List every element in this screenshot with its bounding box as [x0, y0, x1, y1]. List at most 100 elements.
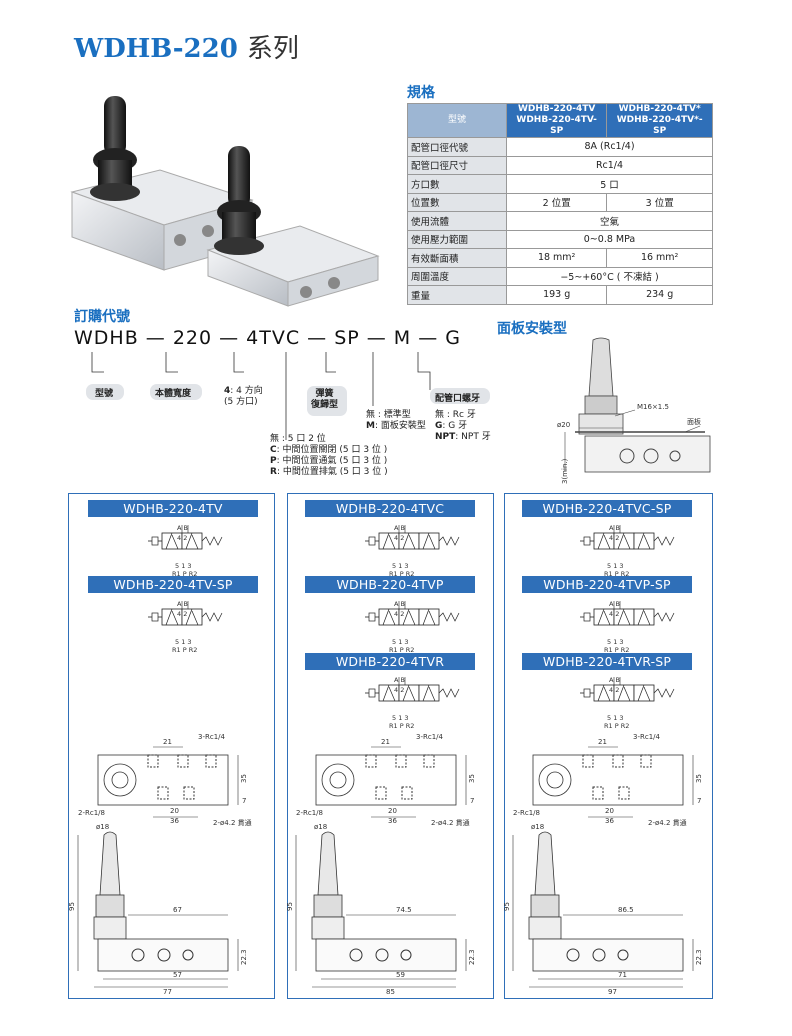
port-bot-label: R1 P R2 [389, 570, 414, 578]
order-title: 訂購代號 [74, 309, 130, 325]
port-top-num: 4 2 [394, 534, 404, 542]
svg-text:ø18: ø18 [314, 823, 327, 831]
svg-text:97: 97 [608, 988, 617, 996]
valve-symbol: A B 4 2 5 1 3 R1 P R2 [365, 676, 460, 730]
box-tvsp [504, 493, 713, 999]
spec-col-label: 型號 [407, 103, 507, 138]
label-positions: 無 : 5 口 2 位 C: 中間位置關閉 (5 口 3 位 ) P: 中間位置… [270, 434, 388, 477]
dimension-group: 21 3-Rc1/4 35 7 2-Rc1/8 20 36 2-ø4.2 貫通 … [286, 733, 476, 996]
spec-col2-a: WDHB-220-4TV* [618, 104, 701, 114]
panel-min-label: 3(min.) [561, 458, 569, 484]
panel-title: 面板安裝型 [497, 321, 567, 337]
series-label: 系列 [246, 34, 299, 64]
valve-symbol: A B 4 2 5 1 3 R1 P R2 [580, 676, 675, 730]
valve-symbol: A B 4 2 5 1 3 R1 P R2 [365, 524, 460, 578]
svg-text:2-Rc1/8: 2-Rc1/8 [296, 809, 323, 817]
banner-tvc: WDHB-220-4TVC [305, 500, 475, 517]
port-bot-num: 5 1 3 [607, 714, 624, 722]
port-bot-num: 5 1 3 [607, 562, 624, 570]
port-bot-label: R1 P R2 [172, 570, 197, 578]
port-bot-num: 5 1 3 [175, 638, 192, 646]
port-bot-label: R1 P R2 [604, 722, 629, 730]
port-top-label: A B [177, 600, 188, 608]
svg-text:95: 95 [68, 902, 76, 911]
label-ports: 4: 4 方向(5 方口) [224, 386, 263, 407]
svg-text:95: 95 [286, 902, 294, 911]
order-code: WDHB — 220 — 4TVC — SP — M — G [74, 327, 461, 349]
svg-text:95: 95 [503, 902, 511, 911]
port-top-num: 4 2 [394, 686, 404, 694]
svg-text:3-Rc1/4: 3-Rc1/4 [633, 733, 661, 741]
svg-text:85: 85 [386, 988, 395, 996]
valve-symbol: A B 4 2 5 1 3 R1 P R2 [580, 600, 675, 654]
svg-text:71: 71 [618, 971, 627, 979]
port-top-label: A B [394, 676, 405, 684]
banner-tv: WDHB-220-4TV [88, 500, 258, 517]
svg-text:20: 20 [605, 807, 614, 815]
port-bot-num: 5 1 3 [607, 638, 624, 646]
label-thread: 配管口螺牙 [435, 394, 481, 404]
dimension-drawings: 21 3-Rc1/4 35 7 2-Rc1/8 20 36 2-ø4.2 貫通 … [68, 733, 703, 996]
svg-text:21: 21 [163, 738, 172, 746]
svg-text:20: 20 [388, 807, 397, 815]
port-top-num: 4 2 [609, 686, 619, 694]
svg-text:67: 67 [173, 906, 182, 914]
port-bot-num: 5 1 3 [175, 562, 192, 570]
page-title: WDHB-220 系列 [74, 28, 299, 65]
port-top-num: 4 2 [609, 534, 619, 542]
svg-text:21: 21 [381, 738, 390, 746]
svg-text:36: 36 [170, 817, 179, 825]
svg-text:7: 7 [242, 797, 246, 805]
svg-text:ø18: ø18 [531, 823, 544, 831]
banner-tvc-sp: WDHB-220-4TVC-SP [522, 500, 692, 517]
svg-text:22.3: 22.3 [240, 949, 248, 965]
port-top-num: 4 2 [609, 610, 619, 618]
svg-text:77: 77 [163, 988, 172, 996]
svg-text:22.3: 22.3 [468, 949, 476, 965]
svg-text:2-ø4.2 貫通: 2-ø4.2 貫通 [648, 818, 687, 827]
svg-text:36: 36 [388, 817, 397, 825]
label-body-width: 本體寬度 [155, 389, 192, 399]
port-bot-num: 5 1 3 [392, 638, 409, 646]
port-top-num: 4 2 [177, 610, 187, 618]
panel-mount-drawing: M16×1.5 ø20 面板 3(min.) [557, 337, 711, 484]
svg-text:20: 20 [170, 807, 179, 815]
port-bot-num: 5 1 3 [392, 562, 409, 570]
port-bot-num: 5 1 3 [392, 714, 409, 722]
port-top-label: A B [609, 524, 620, 532]
port-bot-label: R1 P R2 [389, 646, 414, 654]
svg-text:35: 35 [695, 774, 703, 783]
svg-text:21: 21 [598, 738, 607, 746]
port-top-label: A B [394, 600, 405, 608]
svg-text:59: 59 [396, 971, 405, 979]
port-bot-label: R1 P R2 [389, 722, 414, 730]
banner-tvp-sp: WDHB-220-4TVP-SP [522, 576, 692, 593]
panel-thread-label: M16×1.5 [637, 403, 669, 411]
model-name: WDHB-220 [74, 34, 238, 64]
dimension-group: 21 3-Rc1/4 35 7 2-Rc1/8 20 36 2-ø4.2 貫通 … [68, 733, 252, 996]
panel-dia-label: ø20 [557, 421, 570, 429]
spec-title: 規格 [407, 85, 435, 101]
svg-text:7: 7 [470, 797, 474, 805]
spec-row: 使用流體空氣 [407, 211, 713, 231]
label-model: 型號 [95, 389, 114, 399]
valve-symbol: A B 4 2 5 1 3 R1 P R2 [580, 524, 675, 578]
svg-text:35: 35 [468, 774, 476, 783]
spec-col2-b: WDHB-220-4TV*-SP [616, 115, 703, 136]
port-bot-label: R1 P R2 [604, 646, 629, 654]
port-top-label: A B [609, 600, 620, 608]
svg-text:36: 36 [605, 817, 614, 825]
port-bot-label: R1 P R2 [604, 570, 629, 578]
order-code-leaders [86, 352, 490, 440]
product-photo [70, 96, 380, 307]
banner-tv-sp: WDHB-220-4TV-SP [88, 576, 258, 593]
port-bot-label: R1 P R2 [172, 646, 197, 654]
port-top-label: A B [609, 676, 620, 684]
port-top-num: 4 2 [177, 534, 187, 542]
